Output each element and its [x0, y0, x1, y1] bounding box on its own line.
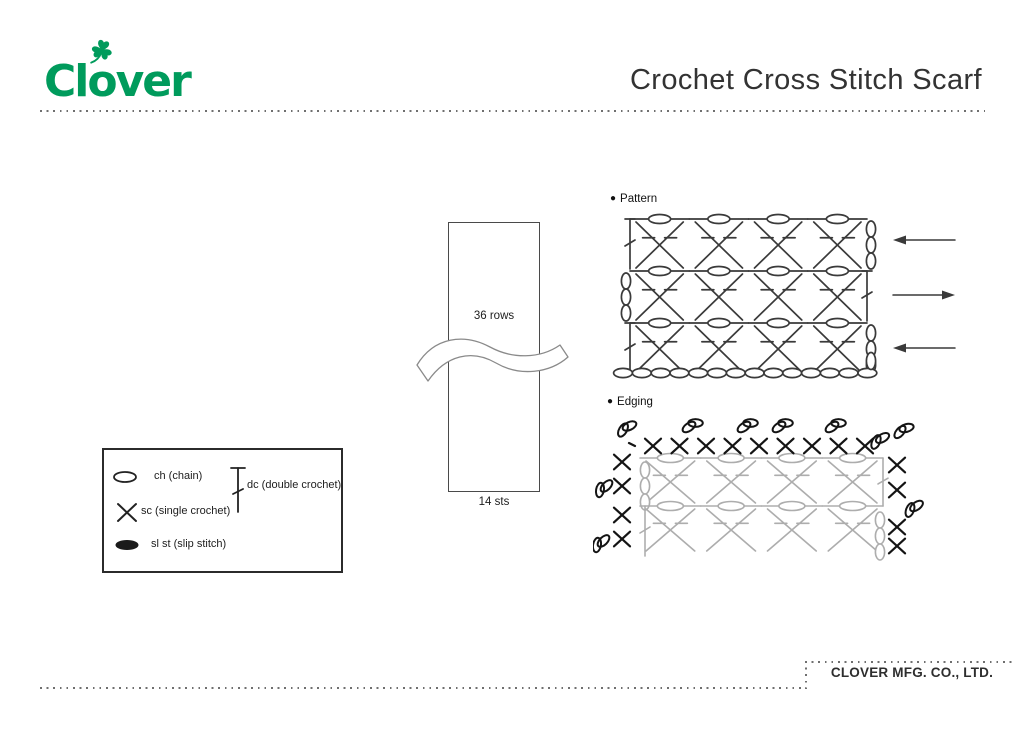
edging-section-label: Edging [617, 396, 653, 408]
footer-dotted-rule [40, 687, 806, 689]
fabric-break-ribbon [416, 338, 569, 382]
legend-sl-st-label: sl st (slip stitch) [151, 538, 227, 550]
footer-box-left-rule [805, 661, 807, 689]
sc-symbol-icon [117, 503, 137, 522]
sl-st-symbol-icon [115, 540, 139, 550]
pattern-bullet-icon: ● [610, 193, 617, 204]
dc-symbol-icon [230, 467, 246, 513]
legend-ch-label: ch (chain) [154, 470, 203, 482]
edging-bullet-icon: ● [607, 396, 614, 407]
logo-wordmark: Clover [44, 56, 192, 105]
page-title: Crochet Cross Stitch Scarf [629, 64, 982, 96]
company-name: CLOVER MFG. CO., LTD. [830, 665, 994, 680]
edging-section-heading: ●Edging [607, 396, 653, 408]
legend-dc-label: dc (double crochet) [247, 479, 342, 491]
legend-symbols [113, 467, 246, 550]
stitch-legend-box: ch (chain) dc (double crochet) sc (singl… [102, 448, 343, 573]
legend-sc-label: sc (single crochet) [141, 505, 231, 517]
footer-box-top-rule [805, 661, 1012, 663]
pattern-section-label: Pattern [620, 193, 658, 205]
clover-logo: Clover [44, 39, 194, 105]
edging-chart [593, 418, 924, 561]
schematic-rows-label: 36 rows [473, 310, 515, 322]
clover-leaf-icon [90, 39, 112, 64]
ch-symbol-icon [113, 471, 137, 483]
header-dotted-rule [40, 110, 985, 112]
pattern-section-heading: ●Pattern [610, 193, 657, 205]
pattern-chart [612, 213, 956, 379]
schematic-sts-label: 14 sts [478, 496, 510, 508]
